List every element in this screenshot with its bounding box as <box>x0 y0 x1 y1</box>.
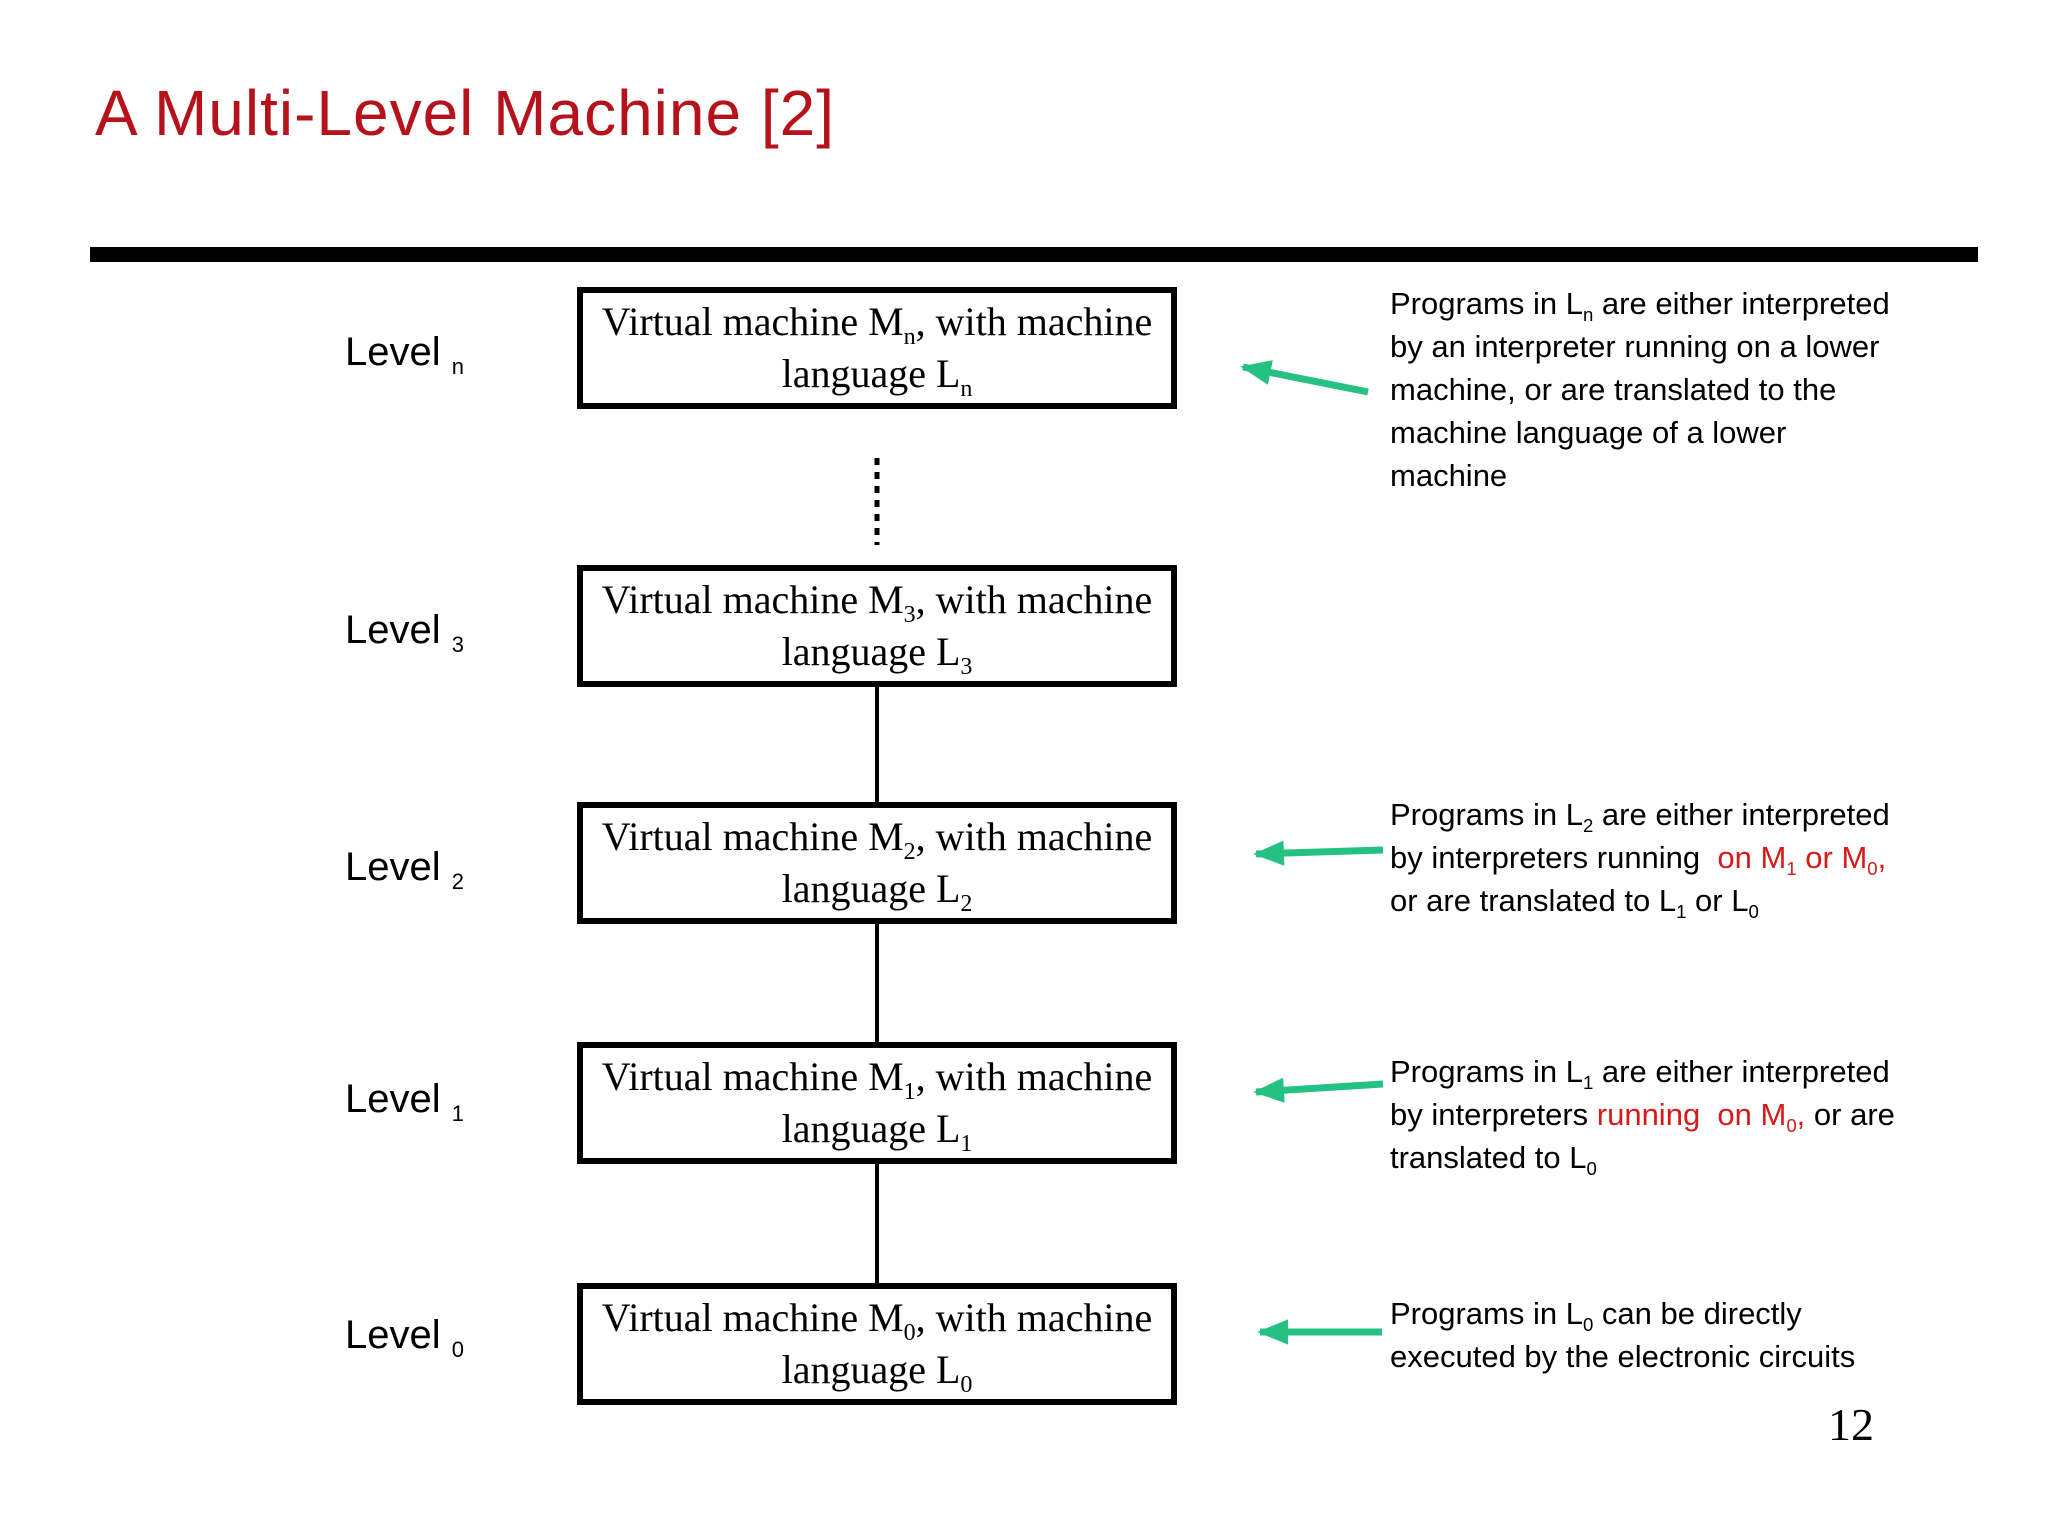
vm-box-text: Virtual machine M0, with machine <box>601 1295 1153 1346</box>
page-title: A Multi-Level Machine [2] <box>95 77 835 149</box>
vm-box-text: language L2 <box>781 866 973 917</box>
annotation-line: Programs in L2 are either interpreted <box>1390 797 1890 837</box>
vm-box-level-n: Virtual machine Mn, with machine languag… <box>577 287 1177 409</box>
annotation-line: executed by the electronic circuits <box>1390 1339 1856 1374</box>
page-number: 12 <box>1828 1399 1874 1450</box>
annotation-line: translated to L0 <box>1390 1140 1597 1180</box>
vm-box-text: Virtual machine Mn, with machine <box>601 299 1153 350</box>
vm-box-level-0: Virtual machine M0, with machine languag… <box>577 1283 1177 1405</box>
annotation-level-n: Programs in Ln are either interpreted by… <box>1390 282 1890 497</box>
vm-box-level-3: Virtual machine M3, with machine languag… <box>577 565 1177 687</box>
level-label-2: Level 2 <box>345 845 464 894</box>
vm-box-level-2: Virtual machine M2, with machine languag… <box>577 802 1177 924</box>
annotation-line: machine <box>1390 458 1508 493</box>
vm-box-text: language L0 <box>781 1347 973 1398</box>
level-label-3: Level 3 <box>345 608 464 657</box>
annotation-level-1: Programs in L1 are either interpreted by… <box>1390 1050 1895 1179</box>
green-arrow-level-1-icon <box>1253 1077 1384 1103</box>
level-label-0: Level 0 <box>345 1313 464 1362</box>
annotation-line: Programs in Ln are either interpreted <box>1390 286 1890 326</box>
annotation-line: by interpreters running on M0, or are <box>1390 1097 1895 1137</box>
vm-box-text: Virtual machine M1, with machine <box>601 1054 1153 1105</box>
green-arrow-level-2-icon <box>1253 840 1384 866</box>
vm-box-text: Virtual machine M3, with machine <box>601 577 1153 628</box>
annotation-line: by interpreters running on M1 or M0, <box>1390 840 1887 880</box>
annotation-line: Programs in L1 are either interpreted <box>1390 1054 1890 1094</box>
annotation-line: machine language of a lower <box>1390 415 1787 450</box>
vm-box-text: language L3 <box>781 629 973 680</box>
annotation-line: Programs in L0 can be directly <box>1390 1296 1802 1336</box>
title-divider <box>90 247 1978 262</box>
vm-box-text: Virtual machine M2, with machine <box>601 814 1153 865</box>
annotation-level-0: Programs in L0 can be directly executed … <box>1390 1292 1855 1378</box>
annotation-line: machine, or are translated to the <box>1390 372 1837 407</box>
annotation-level-2: Programs in L2 are either interpreted by… <box>1390 793 1890 922</box>
vm-box-level-1: Virtual machine M1, with machine languag… <box>577 1042 1177 1164</box>
green-arrow-level-n-icon <box>1240 360 1369 396</box>
vm-box-text: language Ln <box>781 351 973 402</box>
level-label-1: Level 1 <box>345 1077 464 1126</box>
level-label-n: Level n <box>345 330 464 379</box>
vm-box-text: language L1 <box>781 1106 973 1157</box>
annotation-line: by an interpreter running on a lower <box>1390 329 1880 364</box>
annotation-line: or are translated to L1 or L0 <box>1390 883 1759 923</box>
